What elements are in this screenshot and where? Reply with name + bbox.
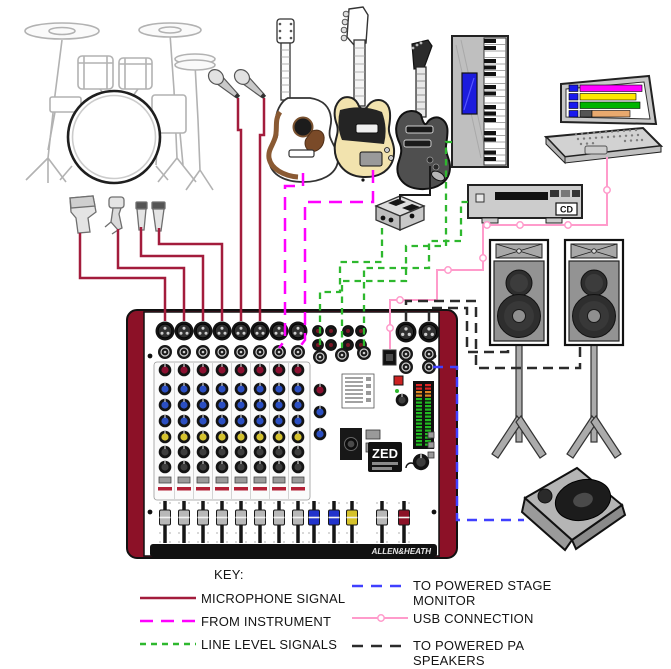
cable-clip-mic bbox=[116, 229, 186, 321]
mixer-brand-text: ALLEN&HEATH bbox=[371, 547, 432, 556]
vocal-mic-2 bbox=[233, 69, 267, 100]
mixer-logo: ZED bbox=[368, 442, 402, 472]
laptop-track-3 bbox=[579, 101, 641, 109]
cable-vocal-mic-1 bbox=[236, 98, 243, 321]
mixer-stereo-inputs bbox=[312, 325, 372, 441]
keyboard bbox=[451, 35, 509, 168]
cd-player: CD bbox=[467, 184, 583, 224]
legend-title: KEY: bbox=[214, 567, 244, 582]
laptop-trackpad bbox=[584, 145, 608, 155]
mixer-bottom-bar bbox=[150, 544, 437, 557]
vocal-mics bbox=[207, 69, 267, 100]
legend-sample-usb bbox=[352, 614, 408, 622]
acoustic-guitar bbox=[266, 18, 339, 183]
cable-pa-left bbox=[427, 306, 510, 354]
stage-monitor bbox=[520, 466, 627, 552]
cable-usb bbox=[386, 157, 611, 349]
laptop bbox=[543, 74, 664, 165]
cable-pencil-mic-2 bbox=[157, 228, 224, 321]
mixer-usb-port bbox=[382, 349, 397, 366]
cable-di-box bbox=[318, 228, 384, 350]
mixer-led-meters bbox=[413, 381, 434, 449]
legend-label-from-instrument: FROM INSTRUMENT bbox=[201, 614, 332, 629]
laptop-keys bbox=[574, 128, 644, 146]
legend-label-stage-monitor: TO POWERED STAGE MONITOR bbox=[413, 578, 552, 609]
cable-pa-right bbox=[404, 299, 582, 370]
cable-bass-guitar bbox=[298, 170, 375, 349]
drum-mics bbox=[69, 195, 166, 235]
cables-pa-speakers bbox=[404, 299, 582, 370]
drum-kit bbox=[24, 22, 216, 191]
cable-keyboard bbox=[340, 140, 452, 348]
laptop-track-1 bbox=[579, 84, 643, 92]
headphones-icon bbox=[405, 462, 417, 469]
di-box bbox=[374, 195, 426, 231]
cable-vocal-mic-2 bbox=[258, 98, 266, 321]
cable-acoustic-guitar bbox=[278, 173, 305, 349]
mixer-model-text: ZED bbox=[372, 446, 398, 461]
legend-label-microphone-signal: MICROPHONE SIGNAL bbox=[201, 591, 346, 606]
cable-pencil-mic-1 bbox=[139, 227, 205, 321]
cd-tray-slot bbox=[495, 192, 548, 200]
pa-speaker-right bbox=[563, 238, 625, 459]
legend-label-line-level-signals: LINE LEVEL SIGNALS bbox=[201, 637, 338, 652]
usb-cable-nodes bbox=[386, 186, 611, 332]
laptop-track-4 bbox=[591, 110, 631, 118]
legend-label-pa-speakers: TO POWERED PA SPEAKERS bbox=[413, 638, 524, 669]
cable-kick-mic bbox=[78, 233, 167, 321]
cd-power-button bbox=[475, 193, 485, 203]
cables-microphone-signal bbox=[78, 98, 266, 321]
cd-label: CD bbox=[560, 205, 573, 215]
cables-line-level bbox=[318, 140, 468, 350]
pencil-mic-1 bbox=[135, 201, 148, 231]
kick-drum-mic bbox=[69, 195, 97, 234]
mixer: ZED ALLEN&HEATH bbox=[126, 309, 458, 559]
vocal-mic-1 bbox=[207, 69, 241, 100]
mixer-master-section bbox=[393, 320, 441, 471]
bass-guitar bbox=[333, 6, 396, 182]
clip-drum-mic bbox=[104, 196, 125, 235]
laptop-track-2 bbox=[579, 93, 637, 101]
cable-electric-to-di bbox=[399, 166, 431, 204]
cables-from-instrument bbox=[278, 170, 375, 349]
pencil-mic-2 bbox=[151, 201, 166, 232]
legend-label-usb-connection: USB CONNECTION bbox=[413, 611, 534, 626]
phones-knob bbox=[412, 453, 430, 471]
electric-guitar bbox=[395, 39, 452, 191]
legend-samples bbox=[140, 584, 408, 648]
cable-stage-monitor bbox=[433, 365, 524, 522]
pa-speaker-left bbox=[488, 238, 550, 459]
